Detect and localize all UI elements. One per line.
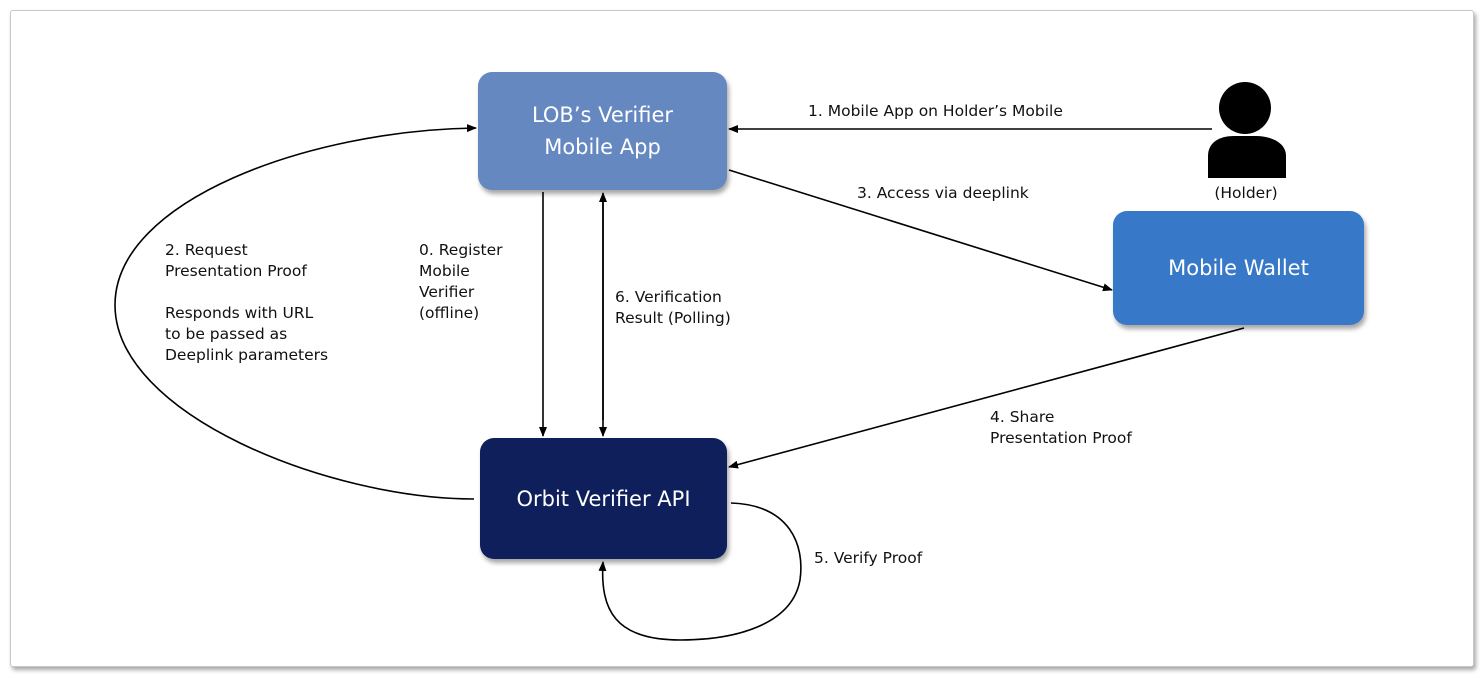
edge-label-step6: 6. Verification Result (Polling) — [615, 288, 731, 327]
edge-label-step5: 5. Verify Proof — [814, 549, 923, 567]
edge-label-step3: 3. Access via deeplink — [857, 184, 1029, 202]
lob-verifier-label: LOB’s Verifier Mobile App — [531, 103, 674, 159]
lob-verifier-mobile-app-node: LOB’s Verifier Mobile App — [478, 72, 727, 190]
edge-verify-proof-loop — [598, 502, 802, 641]
person-icon — [1208, 82, 1286, 178]
edge-label-step1: 1. Mobile App on Holder’s Mobile — [808, 102, 1063, 120]
edge-label-step2: 2. Request Presentation Proof Responds w… — [165, 241, 329, 364]
edge-label-step4: 4. Share Presentation Proof — [990, 408, 1132, 447]
orbit-verifier-api-node: Orbit Verifier API — [480, 438, 727, 559]
mobile-wallet-node: Mobile Wallet — [1113, 211, 1364, 325]
edge-label-step0: 0. Register Mobile Verifier (offline) — [419, 241, 503, 322]
edge-lob-to-wallet — [728, 169, 1113, 292]
holder-caption: (Holder) — [1214, 184, 1278, 202]
mobile-wallet-label: Mobile Wallet — [1168, 256, 1309, 280]
orbit-verifier-label: Orbit Verifier API — [516, 486, 691, 511]
edge-wallet-to-orbit — [728, 327, 1245, 469]
edge-request-proof-loop — [114, 124, 477, 500]
